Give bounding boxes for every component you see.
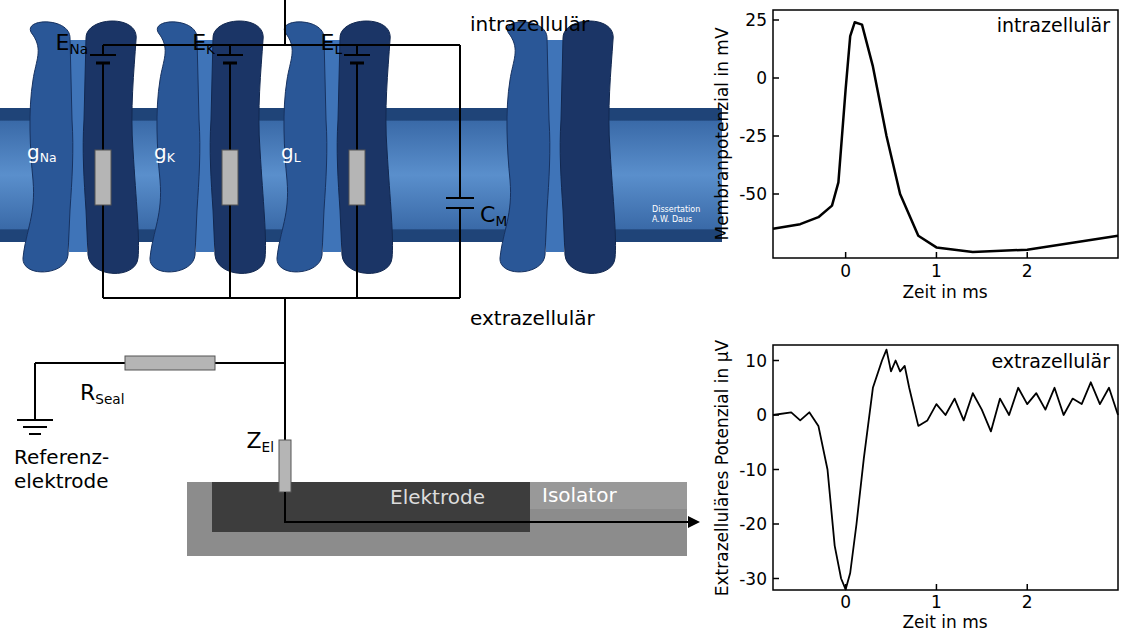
impedance-label: ZEl: [247, 428, 274, 454]
tick-label: -20: [739, 514, 767, 534]
symbol-letter: E: [321, 30, 335, 55]
symbol-subscript: K: [167, 150, 175, 165]
extracellular-trace: [773, 350, 1118, 590]
voltage-source-label: ENa: [56, 30, 88, 56]
symbol-letter: g: [154, 140, 167, 164]
symbol-subscript: L: [334, 41, 342, 57]
tick-label: 0: [840, 261, 851, 281]
conductance-label: gNa: [27, 140, 57, 164]
axis-tick: [773, 77, 779, 79]
tick-label: 10: [745, 350, 767, 370]
axis-tick: [773, 19, 779, 21]
axis-tick: [773, 360, 779, 362]
symbol-subscript: M: [495, 213, 507, 229]
resistance-label: RSeal: [80, 380, 124, 406]
plot-title: extrazellulär: [992, 350, 1111, 373]
tick-label: 2: [1022, 594, 1033, 611]
tick-label: -25: [739, 126, 767, 146]
ion-channel: [500, 21, 616, 273]
symbol-letter: R: [80, 380, 95, 405]
symbol-subscript: Na: [40, 150, 57, 165]
symbol-letter: Z: [247, 428, 262, 453]
axis-tick: [1026, 252, 1028, 258]
tick-label: 1: [931, 594, 942, 611]
conductance-label: gK: [154, 140, 175, 164]
tick-label: 1: [931, 261, 942, 281]
region-label: extrazellulär: [470, 306, 595, 330]
symbol-subscript: L: [294, 150, 301, 165]
circuit-wires: [35, 0, 460, 440]
symbol-letter: g: [281, 140, 294, 164]
capacitor-symbol: [446, 198, 474, 208]
reference-electrode-label: Referenz- elektrode: [14, 445, 138, 493]
node-text: Elektrode: [390, 485, 485, 509]
axis-tick: [773, 469, 779, 471]
symbol-subscript: Na: [69, 41, 88, 57]
voltage-source-label: EL: [321, 30, 343, 56]
arrow-head: [688, 516, 700, 528]
ground-symbol: [17, 420, 53, 434]
symbol-letter: g: [27, 140, 40, 164]
conductance-symbol: [95, 150, 365, 205]
watermark: Dissertation A.W. Daus: [652, 205, 714, 224]
node-text: Isolator: [542, 483, 617, 507]
plot-title: intrazellulär: [997, 14, 1110, 37]
axis-tick: [936, 584, 938, 590]
tick-label: 0: [756, 68, 767, 88]
plot-frame: [773, 10, 1118, 258]
capacitance-label: CM: [480, 202, 507, 228]
tick-label: -30: [739, 568, 767, 588]
axis-tick: [773, 523, 779, 525]
voltage-source-label: EK: [192, 30, 215, 56]
axis-tick: [773, 578, 779, 580]
electrode-pad: Elektrode: [212, 482, 530, 532]
symbol-subscript: Seal: [95, 391, 124, 407]
plot-frame: [773, 345, 1118, 590]
region-label: intrazellulär: [470, 12, 589, 36]
tick-label: 25: [745, 10, 767, 30]
axis-title: Membranpotenzial in mV: [712, 27, 732, 240]
axis-tick: [845, 252, 847, 258]
intracellular-trace: [773, 22, 1118, 252]
conductance-label: gL: [281, 140, 301, 164]
substrate: [187, 482, 687, 556]
axis-tick: [773, 193, 779, 195]
axis-title: Zeit in ms: [902, 614, 987, 631]
ion-channel: [150, 21, 266, 273]
axis-tick: [1026, 584, 1028, 590]
symbol-letter: E: [192, 30, 206, 55]
axis-title: Extrazelluläres Potenzial in µV: [712, 340, 732, 596]
tick-label: -50: [739, 184, 767, 204]
axis-title: Zeit in ms: [902, 282, 987, 302]
tick-label: -10: [739, 459, 767, 479]
insulator-layer: Isolator: [530, 482, 687, 509]
ion-channel: [277, 21, 393, 273]
battery-symbol: [90, 55, 370, 63]
symbol-letter: C: [480, 202, 495, 227]
axis-tick: [773, 135, 779, 137]
tick-label: 0: [756, 405, 767, 425]
ion-channel: [23, 21, 139, 273]
symbol-letter: E: [56, 30, 70, 55]
resistor-symbol: [125, 356, 215, 370]
tick-label: 2: [1022, 261, 1033, 281]
symbol-subscript: K: [206, 41, 215, 57]
tick-label: 0: [840, 594, 851, 611]
axis-ticks: [773, 20, 1027, 590]
axis-tick: [936, 252, 938, 258]
symbol-subscript: El: [262, 439, 274, 455]
